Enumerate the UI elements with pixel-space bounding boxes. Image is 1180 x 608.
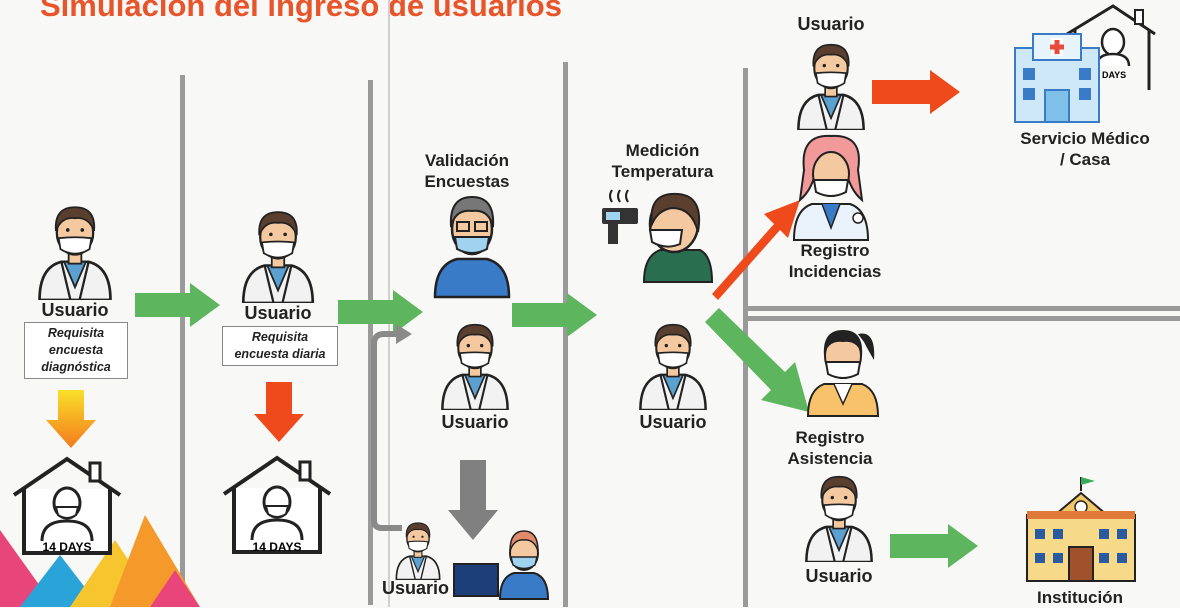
institution-label: Institución — [1037, 588, 1123, 607]
label-line: / Casa — [1059, 150, 1111, 169]
user-icon — [786, 38, 876, 130]
incidents-label: Registro Incidencias — [775, 240, 895, 282]
decorative-triangles — [0, 515, 200, 607]
divider-1 — [180, 75, 185, 605]
institution-building-icon — [1026, 477, 1136, 582]
user-label: Usuario — [639, 412, 707, 432]
note-line: Requisita — [251, 330, 309, 344]
survey-note: Requisita encuesta diagnóstica — [24, 322, 128, 379]
incidents-nurse-icon — [792, 134, 870, 241]
label-line: Servicio Médico — [1020, 129, 1150, 148]
laptop-icon — [453, 563, 499, 597]
divider-3 — [563, 62, 568, 607]
label-line: Medición — [625, 141, 700, 160]
divider-2 — [368, 80, 373, 605]
down-arrow-icon — [254, 382, 304, 442]
green-arrow-icon — [338, 290, 423, 334]
label-line: Asistencia — [787, 449, 873, 468]
user-label: Usuario — [805, 566, 873, 586]
user-icon — [430, 318, 520, 410]
label-line: Registro — [795, 428, 865, 447]
thermometer-scan-icon — [602, 189, 714, 283]
user-icon — [794, 470, 884, 562]
attendance-label: Registro Asistencia — [780, 427, 880, 469]
temperature-label: Medición Temperatura — [600, 140, 725, 182]
user-small-icon — [393, 518, 443, 580]
note-line: diagnóstica — [41, 360, 111, 374]
user-icon — [233, 205, 323, 303]
user-icon — [30, 200, 120, 300]
survey-note: Requisita encuesta diaria — [222, 326, 338, 366]
orange-arrow-icon — [872, 70, 960, 114]
green-arrow-icon — [890, 524, 978, 568]
green-arrow-icon — [512, 293, 597, 337]
divider-h2 — [746, 316, 1180, 321]
user-label: Usuario — [441, 412, 509, 432]
operator-icon — [498, 530, 550, 600]
note-line: Requisita — [47, 326, 105, 340]
page-title: Simulación del ingreso de usuarios — [40, 0, 562, 23]
label-line: Incidencias — [788, 262, 882, 281]
orange-diagonal-arrow-icon — [712, 200, 800, 300]
validator-icon — [433, 195, 511, 299]
quarantine-label: 14 DAYS — [42, 540, 92, 554]
validation-label: Validación Encuestas — [412, 150, 522, 192]
down-arrow-icon — [46, 390, 96, 448]
label-line: Encuestas — [424, 172, 510, 191]
green-arrow-icon — [135, 283, 220, 327]
note-line: encuesta diaria — [234, 347, 326, 361]
days-badge: DAYS — [1102, 70, 1127, 80]
user-label: Usuario — [244, 303, 312, 323]
note-line: encuesta — [48, 343, 104, 357]
down-arrow-icon — [448, 460, 498, 540]
green-diagonal-arrow-icon — [705, 308, 809, 412]
return-arrow-icon — [371, 324, 412, 531]
label-line: Temperatura — [611, 162, 714, 181]
divider-h1 — [746, 306, 1180, 311]
quarantine-label: 14 DAYS — [252, 540, 302, 554]
label-line: Validación — [424, 151, 510, 170]
user-label: Usuario — [41, 300, 109, 320]
hospital-icon — [1014, 4, 1156, 123]
quarantine-house-icon — [222, 454, 332, 554]
user-label: Usuario — [797, 14, 865, 34]
label-line: Registro — [800, 241, 870, 260]
attendance-staff-icon — [806, 330, 880, 417]
user-label: Usuario — [381, 578, 450, 598]
medical-service-label: Servicio Médico / Casa — [1010, 128, 1160, 170]
